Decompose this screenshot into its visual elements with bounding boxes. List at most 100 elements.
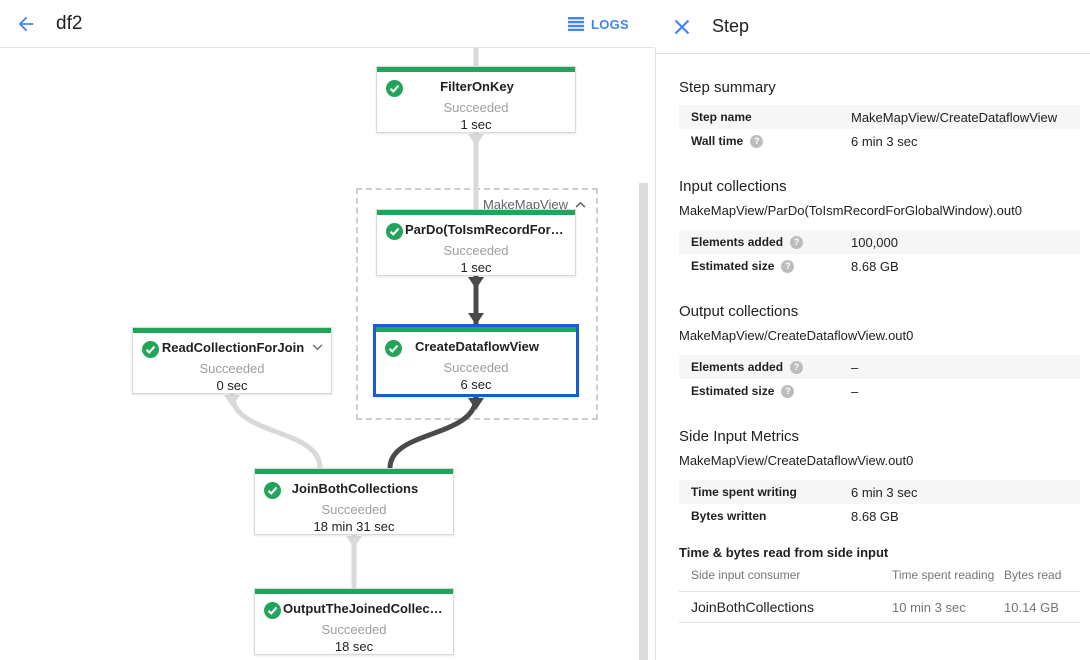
metric-label: Estimated size ?: [691, 384, 851, 398]
node-status-bar: [255, 469, 453, 474]
metric-label: Elements added ?: [691, 360, 851, 374]
section-heading-step-summary: Step summary: [679, 79, 776, 96]
success-check-icon: [386, 80, 403, 97]
node-status-bar: [376, 327, 576, 332]
node-duration: 1 sec: [460, 260, 492, 275]
step-panel-header: Step: [656, 0, 1090, 54]
node-filteronkey[interactable]: FilterOnKey Succeeded 1 sec: [376, 66, 576, 133]
node-outputthejoinedcollection[interactable]: OutputTheJoinedCollec… Succeeded 18 sec: [254, 588, 454, 655]
node-readcollectionforjoin[interactable]: ReadCollectionForJoin Succeeded 0 sec: [132, 327, 332, 394]
step-panel: Step Step summary Step name MakeMapView/…: [656, 0, 1090, 660]
side-input-table-heading: Time & bytes read from side input: [679, 545, 889, 560]
step-panel-body: Step summary Step name MakeMapView/Creat…: [656, 79, 1090, 623]
help-icon[interactable]: ?: [790, 235, 804, 249]
metric-label: Bytes written: [691, 509, 767, 523]
help-icon[interactable]: ?: [790, 360, 804, 374]
help-icon[interactable]: ?: [750, 134, 764, 148]
node-duration: 6 sec: [460, 377, 492, 392]
node-pardo-toismrecord[interactable]: ParDo(ToIsmRecordFor… Succeeded 1 sec: [376, 209, 576, 276]
collapse-chevron-icon: [575, 201, 586, 208]
logs-button[interactable]: LOGS: [567, 0, 629, 48]
node-duration: 0 sec: [216, 378, 248, 393]
node-status: Succeeded: [321, 622, 387, 637]
node-status-bar: [377, 67, 575, 72]
group-makemapview-toggle[interactable]: MakeMapView: [483, 197, 586, 212]
metric-value: 6 min 3 sec: [851, 484, 918, 500]
cell-side-input-consumer: JoinBothCollections: [691, 599, 814, 615]
side-input-collection-name: MakeMapView/CreateDataflowView.out0: [679, 453, 914, 468]
node-status: Succeeded: [443, 360, 509, 375]
cell-bytes-read: 10.14 GB: [1004, 599, 1059, 615]
job-title: df2: [56, 12, 83, 34]
graph-edges: [224, 48, 484, 588]
metric-value: 8.68 GB: [851, 508, 899, 524]
help-icon[interactable]: ?: [781, 259, 795, 273]
metric-label: Time spent writing: [691, 485, 797, 499]
cell-time-spent-reading: 10 min 3 sec: [892, 599, 966, 615]
group-label: MakeMapView: [482, 197, 568, 212]
close-icon: [674, 19, 690, 34]
column-time-spent-reading: Time spent reading: [892, 568, 995, 582]
success-check-icon: [142, 341, 159, 358]
success-check-icon: [264, 482, 281, 499]
success-check-icon: [264, 602, 281, 619]
metric-row-elements-added: Elements added ? –: [679, 355, 1080, 379]
section-heading-input-collections: Input collections: [679, 178, 787, 195]
output-collection-name: MakeMapView/CreateDataflowView.out0: [679, 328, 914, 343]
back-button[interactable]: [6, 4, 46, 44]
job-header: df2 LOGS: [0, 0, 655, 48]
panel-title: Step: [712, 16, 750, 36]
input-collection-name: MakeMapView/ParDo(ToIsmRecordForGlobalWi…: [679, 203, 1022, 218]
node-duration: 1 sec: [460, 117, 492, 132]
node-title: ReadCollectionForJoin: [161, 340, 305, 355]
logs-icon: [567, 17, 584, 31]
expand-chevron-icon[interactable]: [312, 344, 323, 351]
metric-row-bytes-written: Bytes written 8.68 GB: [679, 504, 1080, 528]
metric-value: MakeMapView/CreateDataflowView: [851, 109, 1058, 125]
node-status-bar: [377, 210, 575, 215]
node-title: OutputTheJoinedCollec…: [283, 601, 443, 616]
back-arrow-icon: [18, 16, 34, 31]
node-status-bar: [133, 328, 331, 333]
metric-label: Step name: [691, 110, 752, 124]
node-status: Succeeded: [443, 100, 509, 115]
section-heading-side-input-metrics: Side Input Metrics: [679, 428, 800, 445]
success-check-icon: [386, 223, 403, 240]
metric-label: Estimated size ?: [691, 259, 851, 273]
metric-value: –: [851, 359, 859, 375]
help-icon[interactable]: ?: [781, 384, 795, 398]
metric-value: 100,000: [851, 234, 898, 250]
metric-value: 8.68 GB: [851, 258, 899, 274]
metric-row-step-name: Step name MakeMapView/CreateDataflowView: [679, 105, 1080, 129]
node-status: Succeeded: [443, 243, 509, 258]
node-title: CreateDataflowView: [414, 339, 540, 354]
node-status-bar: [255, 589, 453, 594]
node-title: ParDo(ToIsmRecordFor…: [405, 222, 564, 237]
panel-divider: [655, 48, 656, 660]
success-check-icon: [385, 340, 402, 357]
graph-scrollbar[interactable]: [639, 183, 648, 660]
node-createdataflowview-selected[interactable]: CreateDataflowView Succeeded 6 sec: [373, 324, 579, 397]
table-row: JoinBothCollections 10 min 3 sec 10.14 G…: [679, 592, 1080, 623]
close-button[interactable]: [664, 9, 700, 45]
node-title: FilterOnKey: [440, 79, 514, 94]
metric-value: 6 min 3 sec: [851, 133, 918, 149]
column-bytes-read: Bytes read: [1004, 568, 1062, 582]
metric-row-estimated-size: Estimated size ? –: [679, 379, 1080, 403]
metric-row-time-spent-writing: Time spent writing 6 min 3 sec: [679, 480, 1080, 504]
metric-value: –: [851, 383, 859, 399]
node-title: JoinBothCollections: [291, 481, 419, 496]
graph-canvas: MakeMapView: [0, 48, 655, 660]
metric-row-wall-time: Wall time ? 6 min 3 sec: [679, 129, 1080, 153]
node-status: Succeeded: [321, 502, 387, 517]
side-input-table: Side input consumer Time spent reading B…: [679, 560, 1080, 623]
node-duration: 18 sec: [334, 639, 374, 654]
node-duration: 18 min 31 sec: [313, 519, 395, 534]
table-header-row: Side input consumer Time spent reading B…: [679, 560, 1080, 592]
column-side-input-consumer: Side input consumer: [691, 568, 801, 582]
logs-label: LOGS: [590, 16, 629, 32]
node-joinbothcollections[interactable]: JoinBothCollections Succeeded 18 min 31 …: [254, 468, 454, 535]
metric-row-elements-added: Elements added ? 100,000: [679, 230, 1080, 254]
node-status: Succeeded: [199, 361, 265, 376]
